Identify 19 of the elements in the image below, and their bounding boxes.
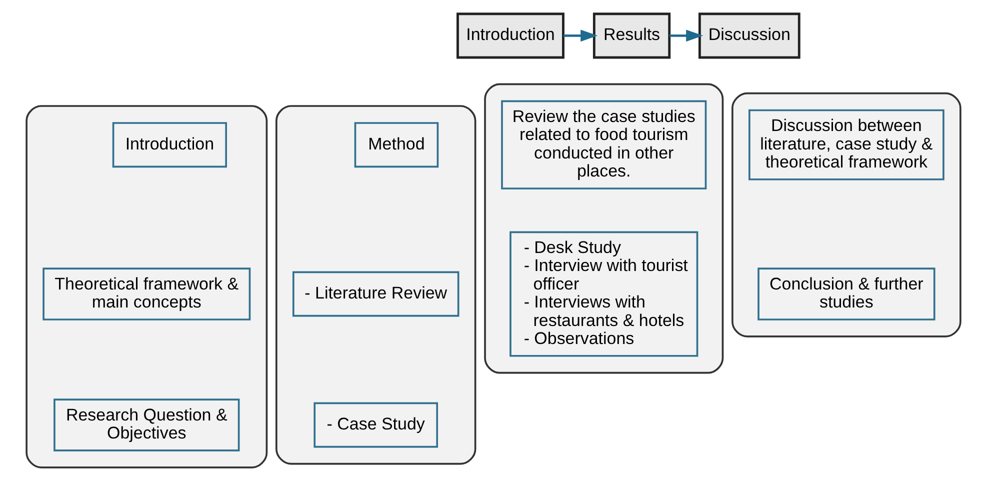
cluster (275, 104, 476, 464)
arrow (563, 29, 598, 42)
node-box: Introduction (456, 12, 564, 58)
node-box: - Case Study (313, 402, 438, 448)
node-box: Method (354, 122, 438, 168)
cluster (25, 104, 268, 468)
node-box: Conclusion & further studies (757, 267, 935, 320)
node-box: Review the case studies related to food tourism conducted in other places. (500, 100, 706, 189)
node-box: Results (592, 12, 670, 58)
node-box: Discussion (698, 12, 800, 58)
node-box: Theoretical framework & main concepts (42, 267, 250, 320)
node-box: - Desk Study - Interview with tourist officer - Interviews with restaurants & hotels - Observations (509, 230, 698, 356)
node-box: - Literature Review (292, 270, 459, 316)
arrow (668, 29, 703, 42)
cluster (731, 92, 961, 337)
node-box: Discussion between literature, case study & theoretical framework (748, 108, 944, 180)
cluster (484, 82, 724, 374)
node-box: Introduction (112, 122, 226, 168)
node-box: Research Question & Objectives (53, 398, 240, 451)
